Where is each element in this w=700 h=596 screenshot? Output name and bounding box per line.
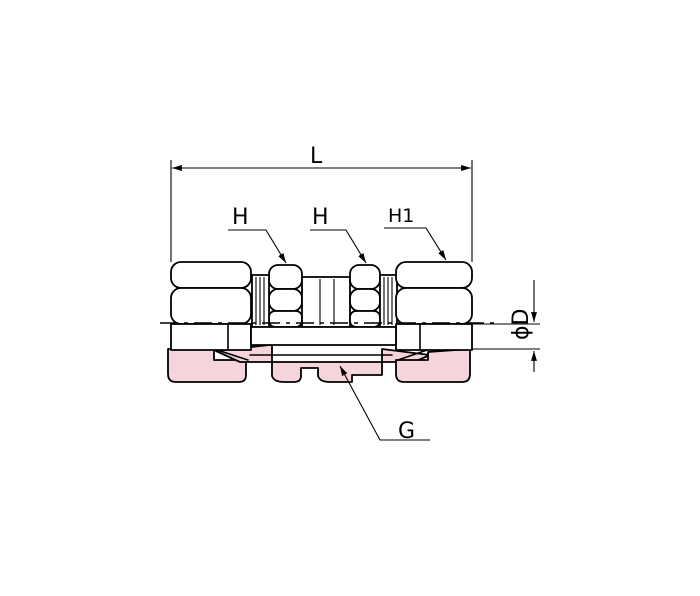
thread-center <box>301 276 351 328</box>
left-body-hex-top <box>268 264 303 290</box>
dimension-length: L <box>170 144 473 262</box>
diameter-label: ϕD <box>509 309 534 340</box>
length-label: L <box>310 144 323 169</box>
right-body-hex-low <box>349 310 381 328</box>
left-nut-base <box>170 323 252 351</box>
hex-nut-label: H1 <box>388 205 414 227</box>
right-nut-lower-flat <box>395 287 473 325</box>
left-body-hex-low <box>268 310 303 328</box>
hex-right-label: H <box>312 205 329 230</box>
leader-hex-nut: H1 <box>384 205 447 261</box>
right-nut-base <box>395 323 473 351</box>
thread-hatch <box>255 277 393 325</box>
dimension-diameter: ϕD <box>472 280 540 372</box>
exterior-view <box>170 261 473 351</box>
left-nut-lower-flat <box>170 287 252 325</box>
left-nut-top-flat <box>170 261 252 289</box>
right-body-hex-mid <box>349 288 381 312</box>
right-body-hex-top <box>349 264 381 290</box>
hex-left-label: H <box>232 205 249 230</box>
thread-label: G <box>398 419 415 444</box>
section-left-nut <box>167 348 247 383</box>
leader-thread: G <box>339 365 430 444</box>
right-nut-top-flat <box>395 261 473 289</box>
sectioned-half <box>167 344 471 383</box>
body-base <box>250 326 397 346</box>
left-body-hex-mid <box>268 288 303 312</box>
section-right-nut <box>395 348 471 383</box>
leader-hex-left: H <box>228 205 287 264</box>
leader-hex-right: H <box>310 205 367 264</box>
